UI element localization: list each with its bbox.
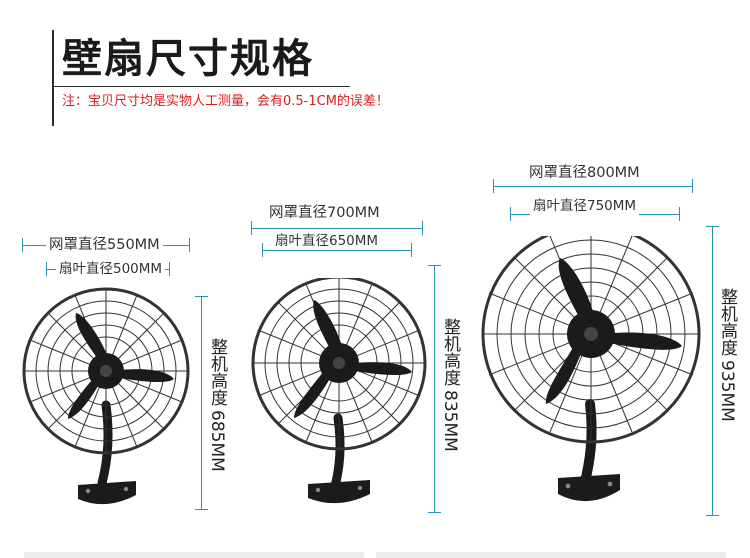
blade-dim-tick-right <box>411 243 412 257</box>
height-dim-line <box>712 226 713 516</box>
height-value: 685MM <box>207 410 227 472</box>
guard-dim-tick-left <box>22 238 23 252</box>
guard-dim-tick-left <box>493 179 494 193</box>
guard-dim-tick-right <box>422 221 423 235</box>
blade-dim-line <box>262 250 412 251</box>
height-dim-line <box>434 265 435 513</box>
guard-dim-tick-left <box>251 221 252 235</box>
guard-diameter-label: 网罩直径550MM <box>46 236 163 254</box>
height-dim-tick-top <box>428 265 441 266</box>
blade-dim-tick-left <box>46 262 47 276</box>
fan-blades <box>545 258 682 404</box>
guard-diameter-label: 网罩直径700MM <box>266 204 383 222</box>
footer-bar-right <box>376 552 726 558</box>
guard-diameter-label: 网罩直径800MM <box>526 164 643 182</box>
wall-fan-image-550 <box>22 287 190 505</box>
height-dim-line <box>201 296 202 510</box>
height-dim-tick-bottom <box>195 509 208 510</box>
height-label: 整机高度 <box>207 338 227 406</box>
fan-blades <box>294 300 412 418</box>
guard-dim-line <box>493 186 693 187</box>
guard-dim-line <box>251 228 423 229</box>
height-dim-tick-top <box>706 226 719 227</box>
blade-dim-tick-left <box>262 243 263 257</box>
height-dim-tick-bottom <box>706 515 719 516</box>
title-horizontal-rule <box>52 86 350 87</box>
page-title: 壁扇尺寸规格 <box>62 36 314 82</box>
blade-dim-tick-right <box>679 207 680 221</box>
guard-dim-tick-right <box>189 238 190 252</box>
fan-blades <box>68 313 174 419</box>
wall-fan-image-700 <box>251 278 427 504</box>
blade-diameter-label: 扇叶直径650MM <box>272 232 382 250</box>
measurement-note: 注：宝贝尺寸均是实物人工测量，会有0.5-1CM的误差！ <box>62 94 389 109</box>
height-value: 935MM <box>717 360 737 422</box>
height-dim-tick-bottom <box>428 512 441 513</box>
title-vertical-rule <box>52 30 54 126</box>
footer-bar-left <box>24 552 364 558</box>
wall-fan-image-800 <box>481 236 701 502</box>
height-label: 整机高度 <box>717 288 737 356</box>
blade-dim-tick-left <box>510 207 511 221</box>
height-value: 835MM <box>440 390 460 452</box>
blade-dim-tick-right <box>169 262 170 276</box>
guard-dim-tick-right <box>692 179 693 193</box>
height-dim-tick-top <box>195 296 208 297</box>
fan-wall-bracket <box>78 400 136 505</box>
height-label: 整机高度 <box>440 318 460 386</box>
fan-wall-bracket <box>558 399 620 502</box>
blade-diameter-label: 扇叶直径750MM <box>530 197 640 215</box>
blade-diameter-label: 扇叶直径500MM <box>56 260 166 278</box>
